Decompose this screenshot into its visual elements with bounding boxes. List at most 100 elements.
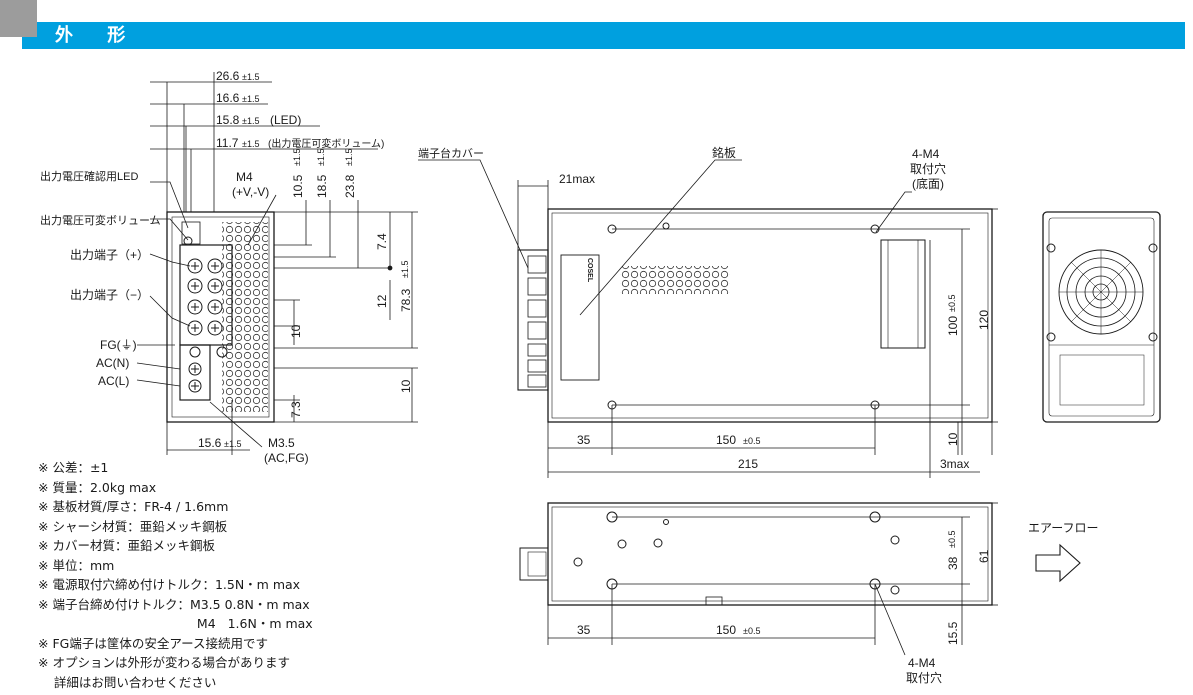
bottom-case-outline: [547, 502, 993, 606]
bottom-view-labels: 35 150 ±0.5 38 ±0.5 61 15.5 4-M4 取付穴 エアー…: [577, 521, 1099, 685]
dim-10-b: 10: [399, 379, 413, 393]
volume-knob: [183, 236, 193, 246]
dim-78-3: 78.3: [399, 288, 413, 312]
ac-terminal-block: [179, 344, 211, 401]
note-item: ※ カバー材質：亜鉛メッキ鋼板: [38, 538, 215, 553]
note-item: ※ 質量：2.0kg max: [38, 479, 157, 495]
side-leader-lines: [418, 159, 912, 316]
notes-list: ※ 公差：±1 ※ 質量：2.0kg max ※ 基板材質/厚さ：FR-4 / …: [38, 458, 313, 692]
bottom-terminal: [519, 547, 549, 581]
dim-bottom-35: 35: [577, 623, 591, 637]
note-item: ※ オプションは外形が変わる場合があります: [38, 655, 290, 670]
note-item: M4 1.6N・m max: [38, 616, 313, 631]
front-leader-lines: [136, 181, 393, 448]
dim-11-7-label: 11.7: [216, 136, 239, 150]
label-out-minus: 出力端子（−）: [70, 288, 149, 302]
note-item: ※ 端子台締め付けトルク：M3.5 0.8N・m max: [38, 596, 310, 612]
dim-15-8-label: 15.8: [216, 113, 240, 127]
dim-16-6-label: 16.6: [216, 91, 240, 105]
tol-15-6: ±1.5: [224, 439, 241, 449]
tol-38: ±0.5: [947, 531, 957, 548]
front-top-dimension-lines: [150, 72, 418, 455]
tol-100: ±0.5: [947, 295, 957, 312]
label-m4: M4: [236, 170, 253, 184]
dim-side-35: 35: [577, 433, 591, 447]
label-side-4m4: 4-M4: [912, 147, 940, 161]
dim-100: 100: [946, 316, 960, 336]
tol-10-5: ±1.5: [292, 149, 302, 166]
note-item: ※ 公差：±1: [38, 460, 109, 475]
dim-side-150: 150: [716, 433, 736, 447]
dim-61: 61: [977, 549, 991, 563]
label-acl: AC(L): [98, 374, 129, 388]
tol-18-5: ±1.5: [316, 149, 326, 166]
dim-26-6-label: 26.6: [216, 69, 240, 83]
front-view: [136, 72, 418, 455]
led-volume-area: [181, 221, 201, 245]
front-case-outline: [166, 211, 275, 423]
dim-15-6: 15.6: [198, 436, 222, 450]
terminal-cover: [517, 249, 549, 391]
tol-26-6: ±1.5: [242, 72, 259, 82]
label-led: 出力電圧確認用LED: [40, 169, 138, 183]
label-m4-sub: (+V,-V): [232, 185, 269, 199]
note-item: 詳細はお問い合わせください: [38, 674, 217, 690]
nameplate: [560, 254, 600, 381]
dim-side-10: 10: [946, 432, 960, 446]
airflow-arrow-icon: [1035, 543, 1081, 583]
label-fg: FG(⏚): [100, 338, 137, 352]
label-volume: 出力電圧可変ボリューム: [40, 213, 161, 227]
bottom-dimension-lines: [547, 502, 998, 656]
label-acn: AC(N): [96, 356, 129, 370]
brand-cosel: COSEL: [586, 258, 593, 283]
note-item: ※ FG端子は筐体の安全アース接続用です: [38, 635, 268, 651]
side-view-labels: 端子台カバー 銘板 4-M4 取付穴 (底面) 21max 35 150 ±0.…: [418, 145, 991, 471]
dim-bottom-150: 150: [716, 623, 736, 637]
tol-78-3: ±1.5: [400, 261, 410, 278]
section-title: 外 形: [55, 25, 140, 46]
fan-bracket: [880, 239, 926, 349]
dim-215: 215: [738, 457, 758, 471]
output-terminal-screws: [187, 258, 223, 336]
dim-120: 120: [977, 310, 991, 330]
dim-3max: 3max: [940, 457, 969, 471]
label-airflow: エアーフロー: [1028, 521, 1099, 535]
dim-15-8-suffix: (LED): [270, 113, 301, 127]
dim-15-5: 15.5: [946, 621, 960, 645]
dim-12: 12: [375, 294, 389, 308]
section-header-tab: [0, 0, 37, 37]
side-view: [418, 159, 998, 478]
dim-7-3: 7.3: [289, 401, 303, 418]
dim-18-5: 18.5: [315, 174, 329, 198]
front-view-labels: 26.6 ±1.5 16.6 ±1.5 15.8 ±1.5 (LED) 11.7…: [40, 69, 413, 465]
label-bottom-4m4: 4-M4: [908, 656, 936, 670]
tol-16-6: ±1.5: [242, 94, 259, 104]
dim-10-a: 10: [289, 324, 303, 338]
tol-23-8: ±1.5: [344, 149, 354, 166]
tol-side-150: ±0.5: [743, 436, 760, 446]
bottom-mount-holes: [573, 511, 900, 595]
side-mount-holes: [607, 222, 880, 410]
note-item: ※ 電源取付穴締め付けトルク：1.5N・m max: [38, 577, 301, 592]
label-side-mount-hole: 取付穴: [910, 161, 946, 176]
side-dimension-lines: [517, 180, 998, 478]
label-bottom-mount-hole: 取付穴: [906, 670, 942, 685]
note-item: ※ 単位：mm: [38, 557, 115, 573]
tol-15-8: ±1.5: [242, 116, 259, 126]
fan-end-view: [1042, 211, 1161, 423]
dim-21max: 21max: [559, 172, 595, 186]
section-header-bar: [22, 22, 1185, 49]
label-m3-5-sub: (AC,FG): [264, 451, 309, 465]
label-m3-5: M3.5: [268, 436, 295, 450]
tol-bottom-150: ±0.5: [743, 626, 760, 636]
dim-38: 38: [946, 556, 960, 570]
side-vent-grille: [620, 266, 730, 294]
dim-7-4: 7.4: [375, 233, 389, 250]
label-terminal-cover: 端子台カバー: [418, 146, 484, 160]
note-item: ※ シャーシ材質：亜鉛メッキ鋼板: [38, 518, 228, 534]
dim-11-7-suffix: (出力電圧可変ボリューム): [268, 137, 384, 150]
dim-23-8: 23.8: [343, 174, 357, 198]
label-side-bottom: (底面): [912, 176, 944, 191]
label-nameplate: 銘板: [712, 145, 736, 160]
